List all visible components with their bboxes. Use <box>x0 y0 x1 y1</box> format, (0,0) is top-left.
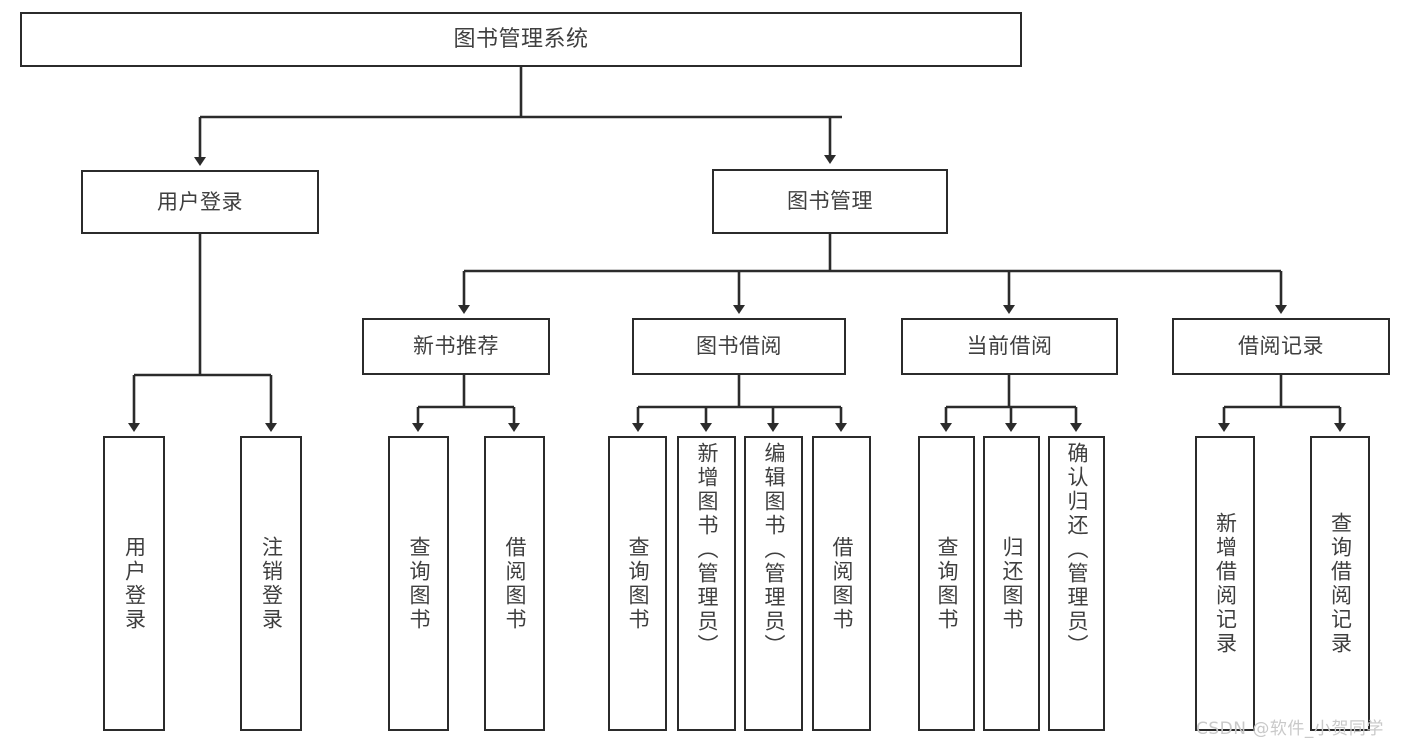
leaf-borrow-record-query[interactable]: 查询借阅记录 <box>1310 436 1370 731</box>
leaf-current-borrow-query[interactable]: 查询图书 <box>918 436 975 731</box>
node-label: 新书推荐 <box>413 334 499 359</box>
leaf-new-book-query[interactable]: 查询图书 <box>388 436 449 731</box>
leaf-book-borrow-borrow[interactable]: 借阅图书 <box>812 436 871 731</box>
node-label: 归还图书 <box>1000 535 1024 632</box>
node-label: 用户登录 <box>157 189 243 214</box>
leaf-new-book-borrow[interactable]: 借阅图书 <box>484 436 545 731</box>
node-current-borrow[interactable]: 当前借阅 <box>901 318 1118 375</box>
node-label: 图书管理系统 <box>453 26 589 52</box>
leaf-current-borrow-confirm-return[interactable]: 确认归还（管理员） <box>1048 436 1105 731</box>
leaf-current-borrow-return[interactable]: 归还图书 <box>983 436 1040 731</box>
node-label: 借阅记录 <box>1238 334 1324 359</box>
node-label: 借阅图书 <box>830 535 854 632</box>
node-label: 查询图书 <box>626 535 650 632</box>
node-label: 图书借阅 <box>696 334 782 359</box>
leaf-book-borrow-query[interactable]: 查询图书 <box>608 436 667 731</box>
node-label: 当前借阅 <box>966 334 1053 359</box>
node-user-login[interactable]: 用户登录 <box>81 170 319 234</box>
node-label: 查询图书 <box>407 535 431 632</box>
leaf-book-borrow-add[interactable]: 新增图书（管理员） <box>677 436 736 731</box>
leaf-book-borrow-edit[interactable]: 编辑图书（管理员） <box>744 436 803 731</box>
csdn-watermark: CSDN @软件_小贺同学 <box>1196 719 1384 739</box>
node-root-book-management-system[interactable]: 图书管理系统 <box>20 12 1022 67</box>
leaf-borrow-record-add[interactable]: 新增借阅记录 <box>1195 436 1255 731</box>
node-label: 用户登录 <box>122 535 147 632</box>
node-label: 注销登录 <box>259 535 284 632</box>
node-label: 确认归还（管理员） <box>1065 442 1089 658</box>
node-book-management[interactable]: 图书管理 <box>712 169 948 234</box>
leaf-user-login-logout[interactable]: 注销登录 <box>240 436 302 731</box>
node-borrow-record[interactable]: 借阅记录 <box>1172 318 1390 375</box>
node-label: 借阅图书 <box>503 535 527 632</box>
node-label: 查询图书 <box>935 535 959 632</box>
node-new-book-recommend[interactable]: 新书推荐 <box>362 318 550 375</box>
leaf-user-login-login[interactable]: 用户登录 <box>103 436 165 731</box>
node-book-borrow[interactable]: 图书借阅 <box>632 318 846 375</box>
node-label: 新增借阅记录 <box>1213 511 1238 656</box>
node-label: 查询借阅记录 <box>1328 511 1353 656</box>
node-label: 新增图书（管理员） <box>695 442 719 658</box>
node-label: 编辑图书（管理员） <box>762 442 786 658</box>
node-label: 图书管理 <box>787 189 873 214</box>
